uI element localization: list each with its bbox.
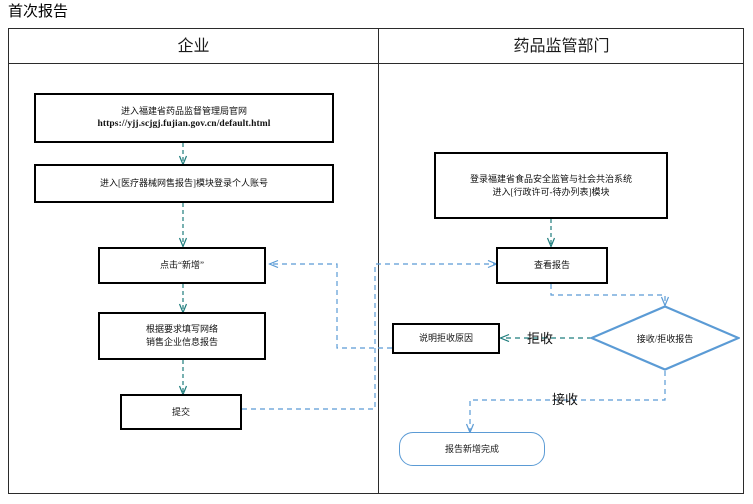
node-decision-accept-reject[interactable]: 接收/拒收报告	[588, 305, 742, 371]
page-title: 首次报告	[8, 4, 69, 20]
node-decision-label: 接收/拒收报告	[636, 333, 694, 344]
lane-title-regulator: 药品监管部门	[513, 38, 610, 55]
branch-label-accept: 接收	[552, 392, 579, 407]
node-visit-site-url: https://yjj.scjgj.fujian.gov.cn/default.…	[97, 119, 271, 129]
node-view-report[interactable]: 查看报告	[496, 247, 608, 284]
node-click-add-label: 点击“新增”	[160, 260, 204, 270]
lane-title-enterprise: 企业	[177, 38, 210, 55]
node-login-module-label: 进入[医疗器械网售报告]模块登录个人账号	[100, 178, 268, 188]
node-reject-reason[interactable]: 说明拒收原因	[392, 323, 500, 354]
branch-label-reject: 拒收	[527, 331, 554, 346]
node-fill-form-line2: 销售企业信息报告	[145, 337, 218, 347]
node-fill-form-line1: 根据要求填写网络	[145, 324, 218, 334]
node-login-system-line2: 进入[行政许可-待办列表]模块	[492, 186, 610, 197]
decision-diamond-shape	[588, 305, 742, 371]
node-done-label: 报告新增完成	[444, 443, 499, 454]
node-click-add[interactable]: 点击“新增”	[98, 247, 266, 284]
node-visit-site[interactable]: 进入福建省药品监督管理局官网 https://yjj.scjgj.fujian.…	[34, 93, 334, 143]
node-submit-label: 提交	[171, 406, 190, 417]
node-login-system-line1: 登录福建省食品安全监管与社会共治系统	[469, 173, 632, 184]
node-done[interactable]: 报告新增完成	[399, 432, 545, 466]
node-login-system[interactable]: 登录福建省食品安全监管与社会共治系统 进入[行政许可-待办列表]模块	[434, 152, 668, 219]
swimlane-divider	[378, 28, 379, 494]
node-fill-form[interactable]: 根据要求填写网络 销售企业信息报告	[98, 312, 266, 360]
node-visit-site-line1: 进入福建省药品监督管理局官网	[120, 106, 247, 116]
node-view-report-label: 查看报告	[533, 260, 570, 270]
node-reject-reason-label: 说明拒收原因	[418, 333, 473, 343]
swimlane-header-rule	[8, 63, 744, 64]
swimlane-frame	[8, 28, 744, 494]
node-login-module[interactable]: 进入[医疗器械网售报告]模块登录个人账号	[34, 164, 334, 203]
node-submit[interactable]: 提交	[120, 394, 242, 430]
